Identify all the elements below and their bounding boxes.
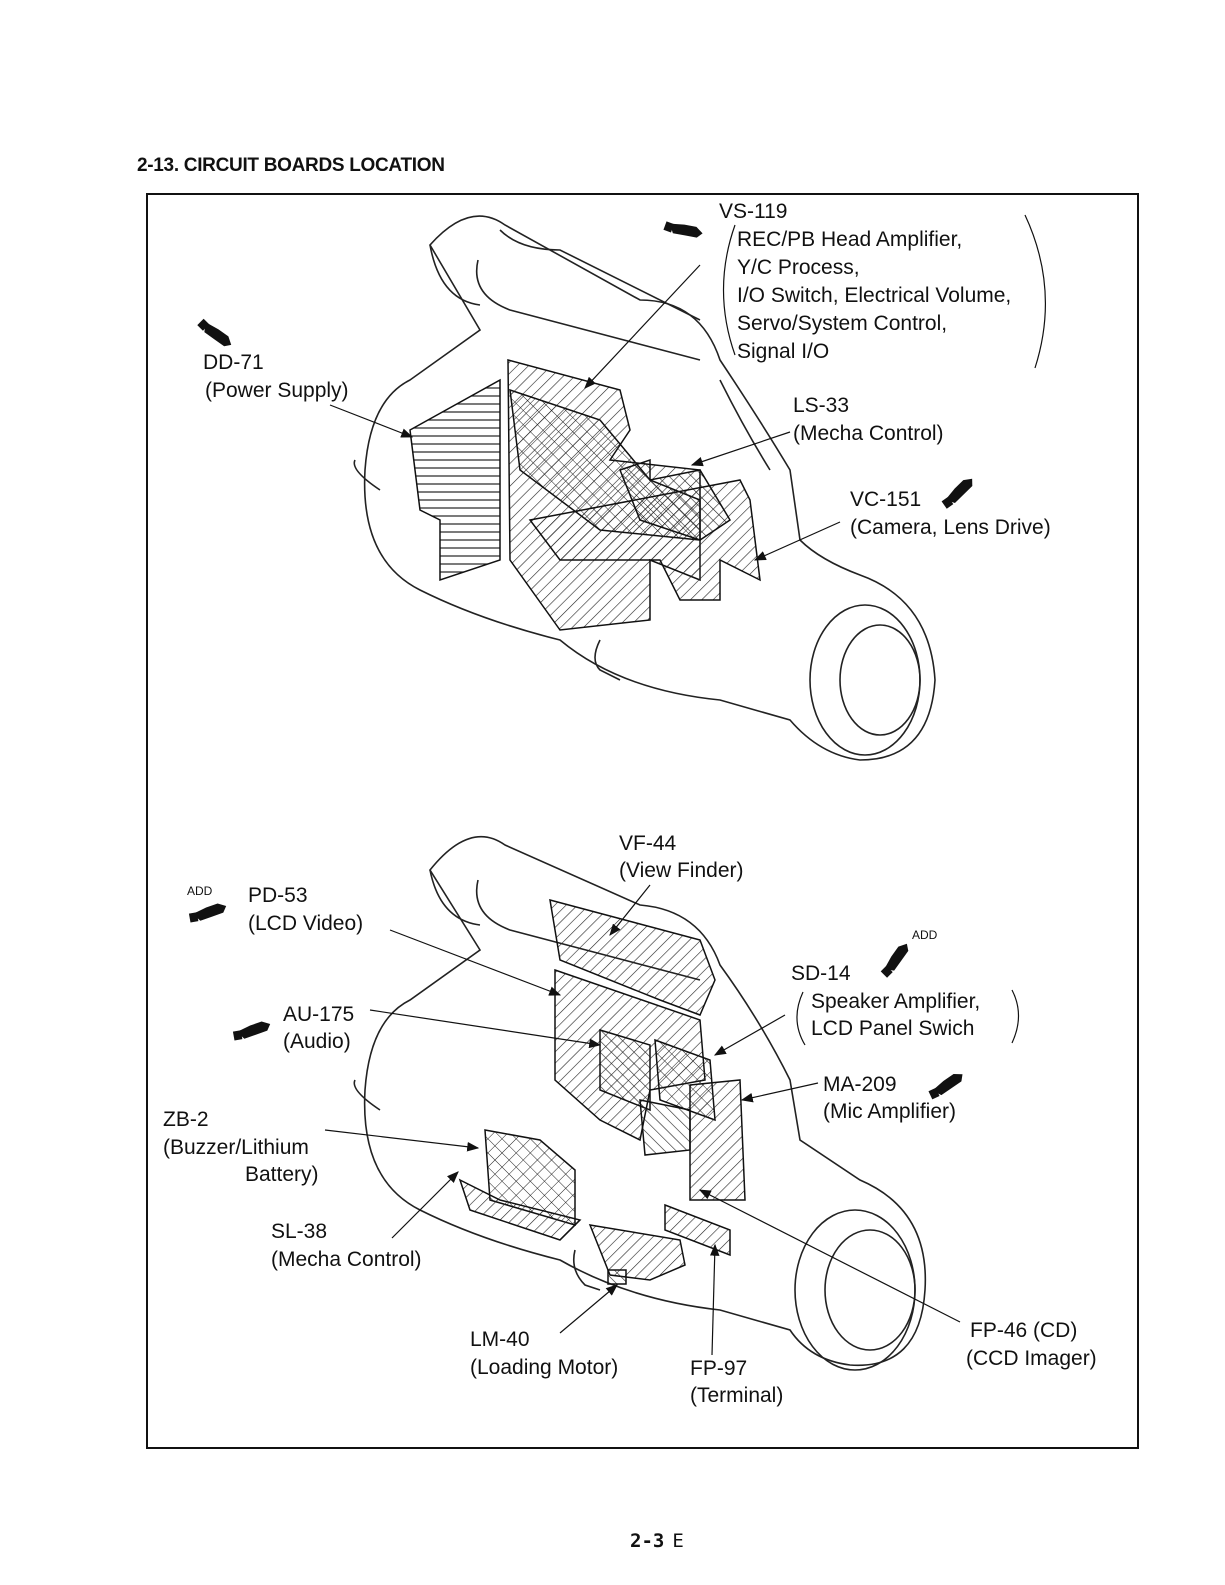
label-sl38-desc: (Mecha Control) — [271, 1248, 422, 1271]
bottom-boards — [458, 898, 746, 1285]
label-zb2-line1: (Buzzer/Lithium — [163, 1136, 309, 1159]
label-ma209-desc: (Mic Amplifier) — [823, 1100, 957, 1123]
label-fp46-desc: (CCD Imager) — [966, 1347, 1097, 1370]
label-vf44-desc: (View Finder) — [619, 859, 744, 882]
label-vs119-line2: Y/C Process, — [737, 256, 860, 279]
label-vs119-line3: I/O Switch, Electrical Volume, — [737, 284, 1012, 307]
label-zb2-line2: Battery) — [245, 1163, 319, 1186]
label-lm40-desc: (Loading Motor) — [470, 1356, 619, 1379]
label-vs119-line1: REC/PB Head Amplifier, — [737, 228, 963, 251]
page-number-main: 2-3 — [630, 1530, 665, 1552]
label-dd71-desc: (Power Supply) — [205, 379, 349, 402]
top-boards — [409, 359, 761, 631]
label-lm40-title: LM-40 — [470, 1328, 530, 1351]
label-sd14-line2: LCD Panel Swich — [811, 1017, 975, 1040]
label-fp97-title: FP-97 — [690, 1357, 748, 1380]
label-sd14-line1: Speaker Amplifier, — [811, 990, 981, 1013]
pointing-hand-icon — [663, 216, 704, 243]
label-vc151-desc: (Camera, Lens Drive) — [850, 516, 1051, 539]
diagram-frame — [146, 193, 1139, 1449]
label-pd53-title: PD-53 — [248, 884, 308, 907]
label-vf44-title: VF-44 — [619, 832, 677, 855]
label-pd53-desc: (LCD Video) — [248, 912, 364, 935]
label-fp97-desc: (Terminal) — [690, 1384, 784, 1407]
label-au175-desc: (Audio) — [283, 1030, 351, 1053]
label-ls33-title: LS-33 — [793, 394, 850, 417]
pointing-hand-icon — [188, 902, 228, 923]
label-zb2-title: ZB-2 — [163, 1108, 209, 1131]
label-vs119-title: VS-119 — [719, 200, 788, 223]
pointing-hand-icon — [877, 940, 914, 978]
bottom-camcorder-outline — [353, 835, 927, 1371]
label-ma209-title: MA-209 — [823, 1073, 897, 1096]
pointing-hand-icon — [926, 1070, 967, 1100]
pointing-hand-icon — [938, 475, 978, 509]
top-leader-lines — [329, 214, 1046, 561]
label-dd71-title: DD-71 — [203, 351, 264, 374]
pointing-hand-icon — [232, 1020, 272, 1041]
pointing-hand-icon — [197, 315, 235, 352]
label-fp46-title: FP-46 (CD) — [970, 1319, 1078, 1342]
top-camcorder-outline — [353, 215, 936, 761]
label-au175-title: AU-175 — [283, 1003, 355, 1026]
page-heading: 2-13. CIRCUIT BOARDS LOCATION — [137, 155, 445, 176]
bottom-leader-lines — [324, 884, 1020, 1356]
label-sd14-title: SD-14 — [791, 962, 851, 985]
add-tag-pd53: ADD — [187, 884, 213, 898]
label-vs119-line4: Servo/System Control, — [737, 312, 948, 335]
label-vs119-line5: Signal I/O — [737, 340, 830, 363]
label-sl38-title: SL-38 — [271, 1220, 328, 1243]
add-tag-sd14: ADD — [912, 928, 938, 942]
page-number: 2-3 E — [630, 1530, 684, 1552]
label-vc151-title: VC-151 — [850, 488, 922, 511]
page-number-suffix: E — [672, 1530, 684, 1552]
label-ls33-desc: (Mecha Control) — [793, 422, 944, 445]
